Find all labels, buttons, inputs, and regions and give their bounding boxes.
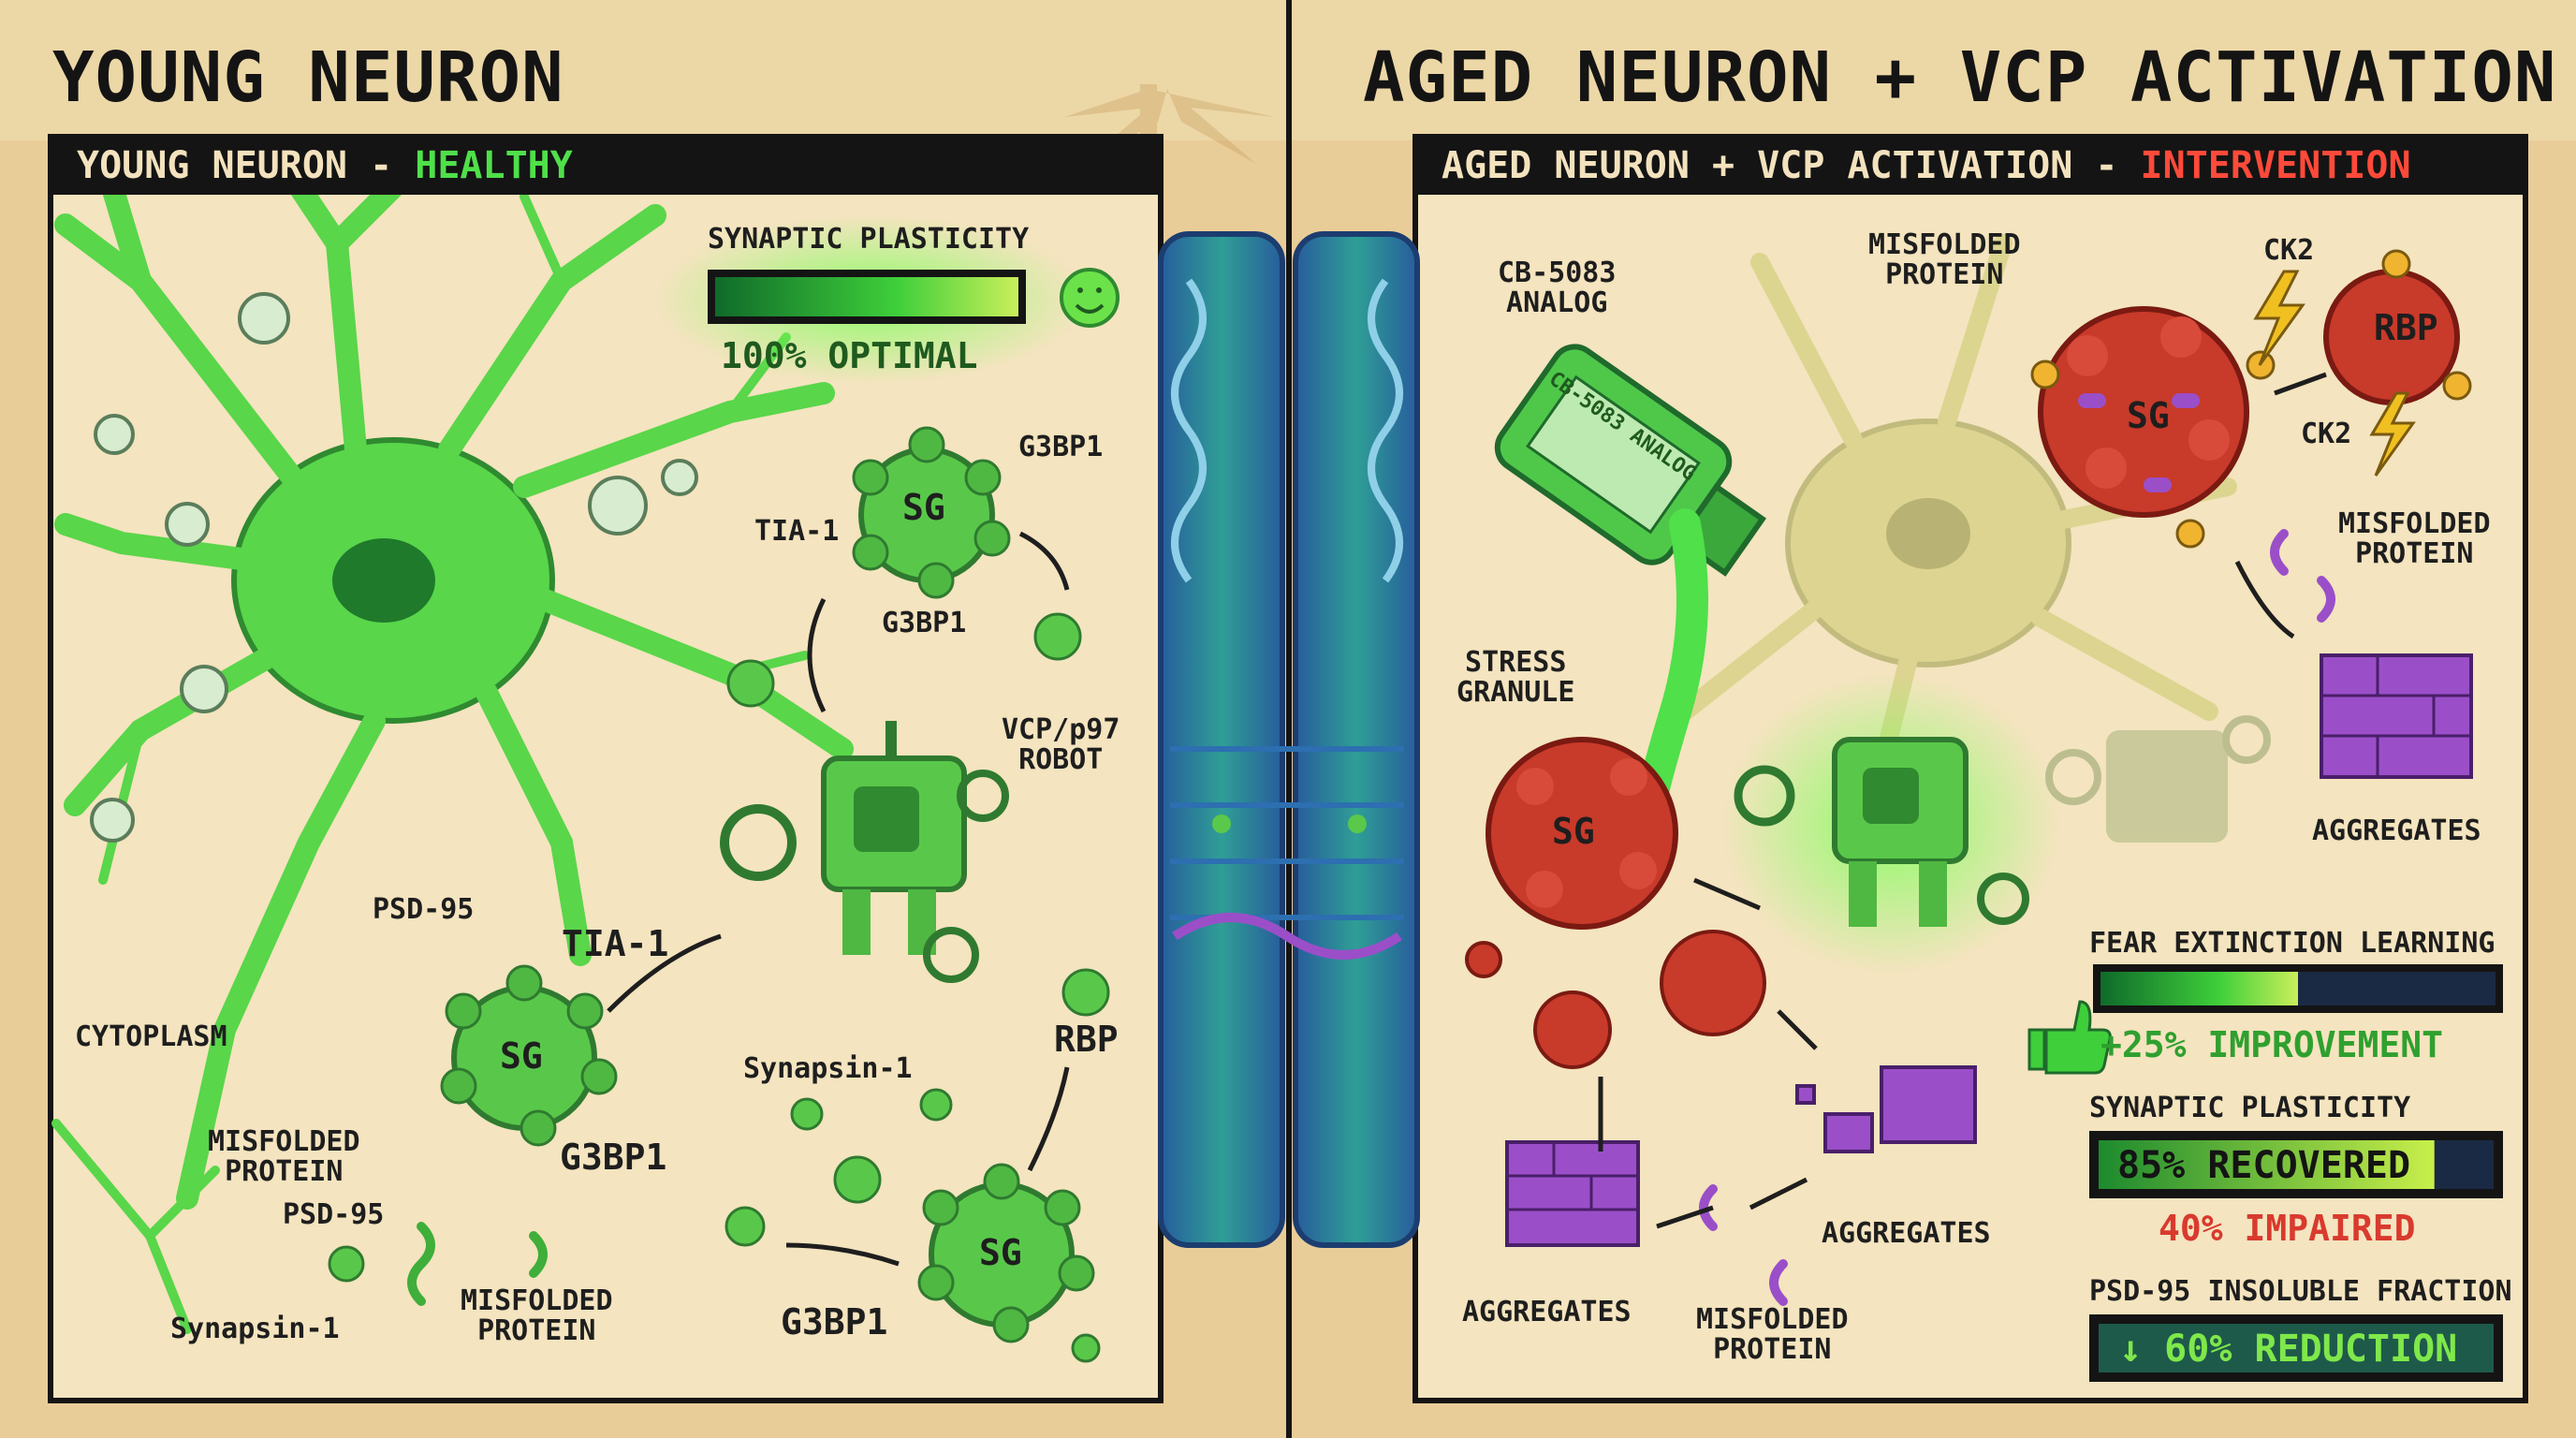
- right-header-bar: AGED NEURON + VCP ACTIVATION - INTERVENT…: [1415, 137, 2525, 195]
- aged-neuron-cell: [1676, 234, 2237, 814]
- label-synapsin-mid: Synapsin-1: [743, 1052, 913, 1085]
- red-fragments: [1465, 930, 1766, 1069]
- label-rbp-left: RBP: [1054, 1019, 1119, 1060]
- label-sg-right-mid: SG: [1552, 811, 1595, 852]
- label-aggregates-right: AGGREGATES: [2312, 814, 2481, 847]
- left-synaptic-meter: [655, 215, 1120, 384]
- label-sg-top: SG: [902, 487, 945, 528]
- label-aggregates-low-left: AGGREGATES: [1462, 1296, 1632, 1328]
- psd-label: PSD-95 INSOLUBLE FRACTION: [2089, 1275, 2512, 1308]
- central-tube-structure: [1158, 231, 1420, 1248]
- label-psd95: PSD-95: [373, 893, 475, 926]
- label-ck2-top: CK2: [2263, 234, 2315, 267]
- label-tia1-mid: TIA-1: [562, 923, 669, 964]
- label-g3bp1-mid: G3BP1: [560, 1137, 667, 1178]
- smiley-face-icon: [1060, 268, 1120, 328]
- fear-label: FEAR EXTINCTION LEARNING: [2089, 927, 2496, 960]
- label-aggregates-low-mid: AGGREGATES: [1822, 1217, 1991, 1250]
- granule-sg-right-mid: [1486, 737, 1678, 930]
- faded-robot: [2045, 715, 2271, 843]
- granule-sg-top: [852, 426, 1011, 599]
- label-sg-low: SG: [979, 1232, 1022, 1273]
- label-ck2-low: CK2: [2301, 418, 2352, 450]
- label-misfolded-left: MISFOLDED PROTEIN: [208, 1125, 360, 1188]
- lightning-icons: [2253, 270, 2416, 477]
- center-divider: [1286, 0, 1292, 1438]
- left-synaptic-label: SYNAPTIC PLASTICITY: [708, 223, 1030, 256]
- label-psd95-low: PSD-95: [283, 1198, 385, 1231]
- gear-icon: [720, 804, 797, 881]
- label-g3bp1-top: G3BP1: [1018, 431, 1104, 463]
- label-g3bp1-low: G3BP1: [781, 1301, 888, 1343]
- label-rbp-right: RBP: [2374, 307, 2438, 348]
- phospho-markers: [2030, 249, 2472, 549]
- label-cytoplasm: CYTOPLASM: [75, 1020, 227, 1053]
- fear-value: +25% IMPROVEMENT: [2100, 1024, 2444, 1065]
- fear-extinction-meter: [2093, 964, 2503, 1013]
- right-synaptic-label: SYNAPTIC PLASTICITY: [2089, 1092, 2411, 1124]
- right-synaptic-value: 85% RECOVERED: [2117, 1144, 2411, 1187]
- left-header-bar: YOUNG NEURON - HEALTHY: [51, 137, 1161, 195]
- psd-value: ↓ 60% REDUCTION: [2119, 1328, 2458, 1371]
- label-misfolded-low: MISFOLDED PROTEIN: [461, 1284, 613, 1347]
- thumbs-up-icon: [2027, 1000, 2112, 1075]
- label-synapsin-low: Synapsin-1: [170, 1313, 340, 1345]
- granule-sg-mid: [440, 964, 618, 1147]
- label-cb5083: CB-5083 ANALOG: [1498, 257, 1617, 319]
- left-bar-prefix: YOUNG NEURON -: [77, 144, 416, 187]
- label-sg-right-top: SG: [2127, 395, 2170, 436]
- left-title: YOUNG NEURON: [52, 37, 564, 118]
- vcp-robot-right: [1722, 674, 2059, 974]
- label-sg-mid: SG: [500, 1035, 543, 1077]
- misfolded-protein-icons-right: [1699, 529, 2335, 1306]
- label-misfolded-bottom: MISFOLDED PROTEIN: [1696, 1303, 1849, 1366]
- right-bar-prefix: AGED NEURON + VCP ACTIVATION -: [1442, 144, 2141, 187]
- granule-sg-right-top: [2038, 306, 2249, 518]
- young-neuron-cell: [51, 148, 854, 1334]
- flow-arrows-left: [607, 531, 1070, 1267]
- flow-arrows-right: [1598, 372, 2327, 1229]
- left-bar-status: HEALTHY: [415, 144, 573, 187]
- psd95-meter: [2089, 1314, 2503, 1382]
- left-synaptic-value: 100% OPTIMAL: [721, 335, 978, 376]
- aggregate-blocks: [1505, 653, 2473, 1247]
- label-vcp-robot: VCP/p97 ROBOT: [1002, 713, 1120, 776]
- impaired-value: 40% IMPAIRED: [2159, 1208, 2416, 1249]
- right-bar-status: INTERVENTION: [2140, 144, 2411, 187]
- brick-lines: [1507, 655, 2471, 1211]
- granule-sg-low: [917, 1163, 1095, 1343]
- misfolded-protein-icons-left: [407, 1222, 548, 1306]
- right-title: AGED NEURON + VCP ACTIVATION: [1363, 37, 2557, 118]
- vesicle-icons: [90, 292, 698, 843]
- vcp-robot-left: [720, 721, 1009, 983]
- synaptic-recovery-meter: [2089, 1131, 2503, 1198]
- label-stress-granule: STRESS GRANULE: [1456, 646, 1575, 709]
- protein-dots: [328, 612, 1110, 1363]
- label-misfolded-top: MISFOLDED PROTEIN: [1868, 228, 2021, 291]
- label-misfolded-right: MISFOLDED PROTEIN: [2338, 507, 2491, 570]
- label-g3bp1-top2: G3BP1: [882, 607, 967, 639]
- label-tia1-top: TIA-1: [754, 515, 840, 548]
